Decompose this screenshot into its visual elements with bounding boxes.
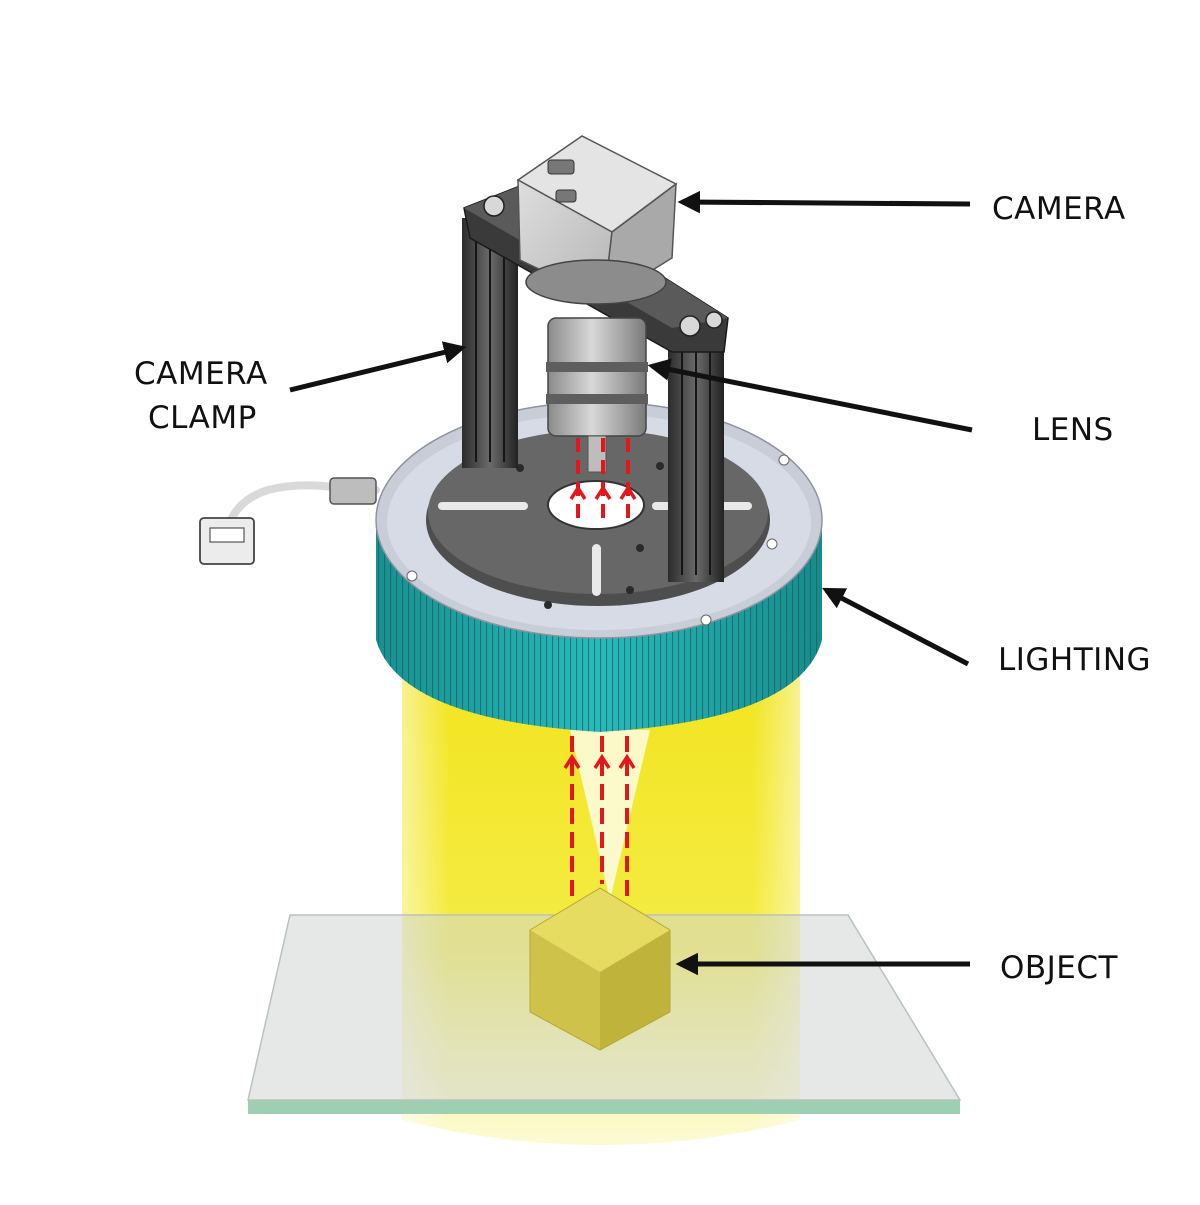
ray-arrowheads-lower [563, 753, 636, 769]
camera-clamp-pointer-arrow [289, 341, 467, 393]
support-rods [462, 218, 724, 582]
camera-clamp-label: CAMERA CLAMP [134, 352, 268, 440]
camera-pointer-arrow [677, 190, 971, 214]
camera-body [516, 135, 678, 305]
object-cube [529, 887, 671, 1051]
power-cable [199, 477, 380, 565]
lens [546, 317, 648, 473]
lens-label: LENS [1032, 412, 1114, 448]
lens-pointer-arrow [647, 358, 973, 433]
light-rays-upper [576, 438, 630, 524]
lighting-label: LIGHTING [998, 642, 1152, 678]
camera-clamp-label-line2: CLAMP [148, 400, 257, 436]
ray-arrowheads-upper [569, 484, 637, 500]
lighting-pointer-arrow [822, 587, 970, 667]
camera-clamp-label-line1: CAMERA [134, 356, 268, 392]
camera-label: CAMERA [992, 191, 1126, 227]
pointer-arrows [289, 190, 973, 976]
object-label: OBJECT [1000, 950, 1118, 986]
light-rays-lower [570, 736, 629, 898]
